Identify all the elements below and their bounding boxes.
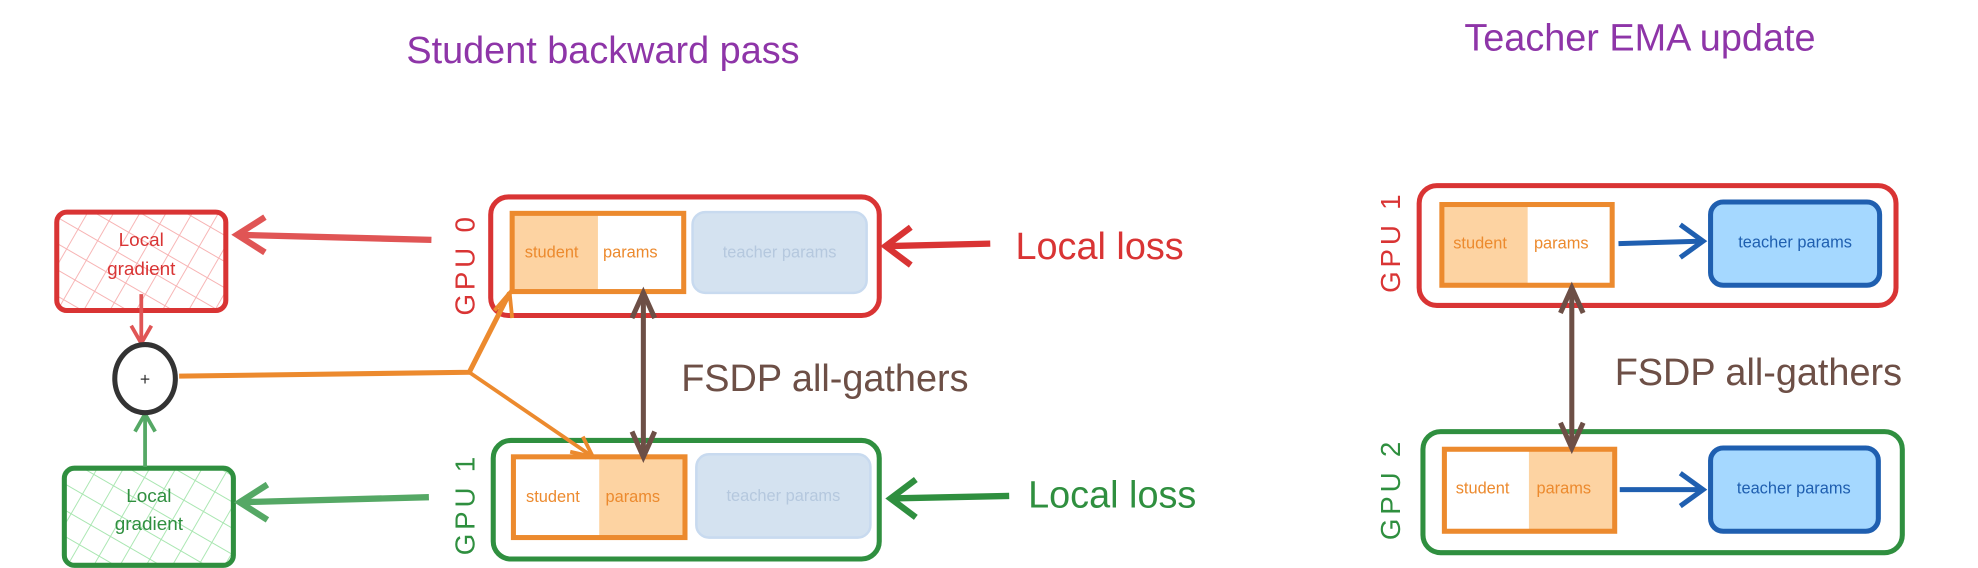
fsdp-label-right: FSDP all-gathers bbox=[1615, 352, 1902, 394]
broadcast-to-gpu1 bbox=[468, 370, 594, 459]
fsdp-label-left: FSDP all-gathers bbox=[681, 358, 968, 400]
gpu1-group: GPU 1 student params teacher params Loca… bbox=[449, 437, 1196, 562]
arrowhead-icon bbox=[493, 288, 515, 319]
params-word: params bbox=[1536, 479, 1591, 497]
sum-node bbox=[112, 342, 178, 416]
params-word: params bbox=[606, 488, 661, 506]
gpu1-label: GPU 1 bbox=[1375, 191, 1406, 293]
left-title: Student backward pass bbox=[406, 30, 799, 72]
gpu0-label: GPU 0 bbox=[449, 213, 480, 315]
params-word: params bbox=[1534, 235, 1589, 253]
teacher-params-box bbox=[1708, 199, 1883, 288]
double-arrowhead-icon bbox=[1558, 281, 1586, 455]
student-word: student bbox=[525, 244, 579, 262]
student-word: student bbox=[526, 488, 580, 506]
gpu0-group: GPU 0 student params teacher params Loca… bbox=[449, 194, 1184, 319]
grad-bottom-line2: gradient bbox=[115, 514, 184, 535]
student-shard-fill bbox=[1528, 449, 1615, 532]
arrowhead-icon bbox=[1678, 471, 1708, 509]
gpu1-label: GPU 1 bbox=[449, 453, 480, 555]
arrow-gpu0-to-grad bbox=[237, 231, 432, 244]
local-loss-0: Local loss bbox=[1015, 226, 1183, 268]
arrowhead-icon bbox=[1678, 222, 1708, 260]
student-word: student bbox=[1456, 479, 1510, 497]
grad-top-line2: gradient bbox=[107, 259, 176, 280]
teacher-params-label: teacher params bbox=[1737, 479, 1851, 497]
gpu2-label: GPU 2 bbox=[1375, 438, 1406, 540]
local-gradient-bottom: Local gradient bbox=[61, 465, 236, 568]
student-shard-fill bbox=[599, 456, 685, 538]
teacher-params-box bbox=[691, 210, 868, 295]
right-title: Teacher EMA update bbox=[1464, 18, 1815, 60]
arrowhead-icon bbox=[569, 435, 597, 460]
double-arrowhead-icon bbox=[629, 286, 658, 463]
student-shard-fill bbox=[1441, 204, 1528, 286]
teacher-params-label: teacher params bbox=[723, 244, 837, 262]
loss-arrow-0 bbox=[885, 240, 991, 250]
arrow-gpu1-to-grad bbox=[239, 494, 429, 506]
student-params-box bbox=[1441, 446, 1618, 534]
student-params-box bbox=[509, 210, 687, 295]
student-shard-fill bbox=[512, 213, 598, 292]
loss-arrow-1 bbox=[890, 492, 1010, 502]
teacher-params-box bbox=[1708, 445, 1881, 534]
student-params-box bbox=[510, 454, 688, 541]
grad-top-line1: Local bbox=[119, 230, 164, 251]
student-word: student bbox=[1453, 235, 1507, 253]
local-loss-1: Local loss bbox=[1028, 474, 1196, 516]
params-word: params bbox=[603, 244, 658, 262]
arrowhead-icon bbox=[885, 477, 918, 520]
teacher-params-label: teacher params bbox=[1738, 233, 1852, 251]
teacher-params-box bbox=[695, 453, 872, 539]
local-gradient-top: Local gradient bbox=[54, 209, 229, 314]
arrowhead-icon bbox=[233, 481, 270, 523]
arrowhead-icon bbox=[231, 214, 267, 256]
sum-symbol: + bbox=[140, 369, 150, 389]
arrowhead-icon bbox=[880, 224, 913, 268]
right-gpu2-group: GPU 2 student params teacher params bbox=[1375, 429, 1905, 556]
right-gpu1-group: GPU 1 student params teacher params bbox=[1375, 183, 1899, 308]
ema-arrow bbox=[1618, 238, 1704, 247]
student-params-box bbox=[1439, 202, 1615, 288]
teacher-params-label: teacher params bbox=[726, 487, 840, 505]
grad-bottom-line1: Local bbox=[126, 486, 171, 507]
